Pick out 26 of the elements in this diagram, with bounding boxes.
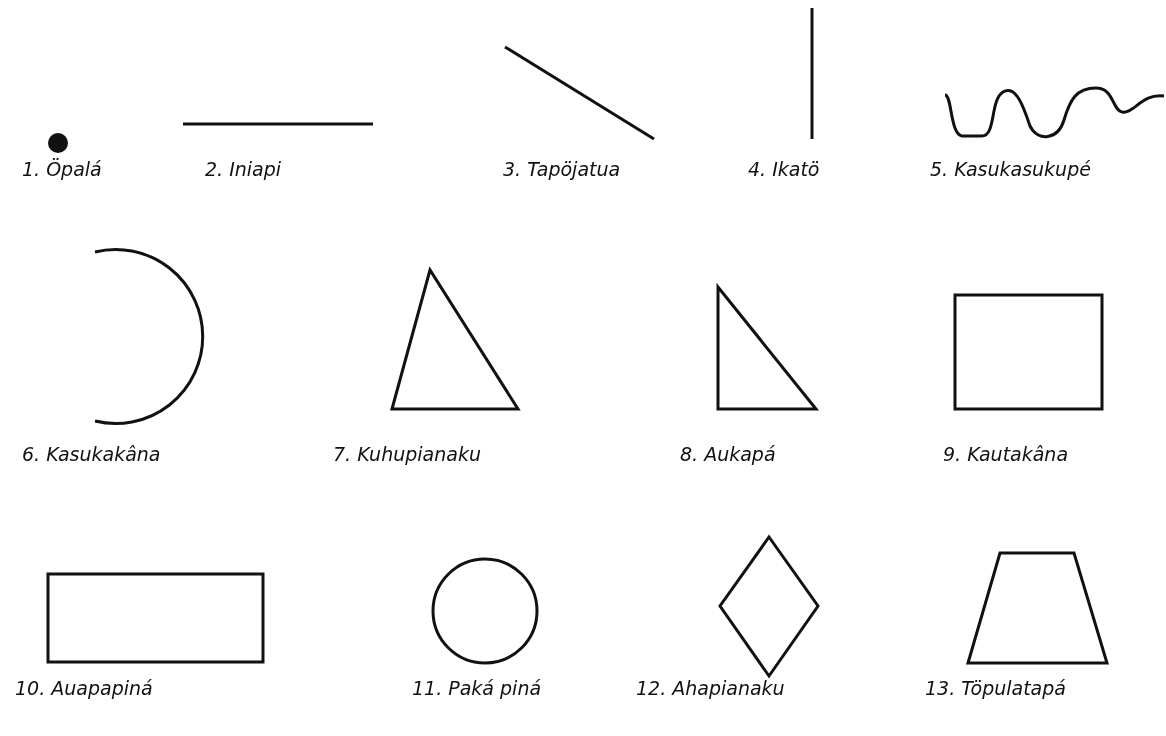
shape-caption: 7. Kuhupianaku — [333, 442, 481, 466]
wavy-line — [943, 86, 1165, 139]
shape-caption: 3. Tapöjatua — [503, 157, 621, 181]
square-shape — [953, 293, 1104, 411]
shape-caption: 6. Kasukakâna — [22, 442, 161, 466]
right-triangle-shape — [716, 282, 820, 411]
vertical-line — [810, 8, 814, 139]
triangle-shape — [390, 266, 521, 411]
rectangle-shape — [46, 572, 265, 664]
shape-caption: 2. Iniapi — [205, 157, 282, 181]
shape-caption: 9. Kautakâna — [943, 442, 1069, 466]
diamond-shape — [718, 534, 820, 679]
shape-caption: 4. Ikatö — [748, 157, 820, 181]
shape-caption: 1. Öpalá — [22, 157, 102, 181]
shape-caption: 8. Aukapá — [680, 442, 776, 466]
filled-dot — [48, 133, 68, 153]
diagonal-line — [504, 45, 655, 141]
shape-caption: 12. Ahapianaku — [636, 676, 785, 700]
semicircle-arc — [94, 248, 205, 425]
shape-caption: 5. Kasukasukupé — [930, 157, 1091, 181]
horizontal-line — [183, 122, 373, 126]
shape-caption: 13. Töpulatapá — [925, 676, 1066, 700]
circle-shape — [431, 557, 539, 665]
trapezoid-shape — [966, 551, 1109, 665]
shape-caption: 10. Auapapiná — [15, 676, 153, 700]
shape-caption: 11. Paká piná — [412, 676, 542, 700]
